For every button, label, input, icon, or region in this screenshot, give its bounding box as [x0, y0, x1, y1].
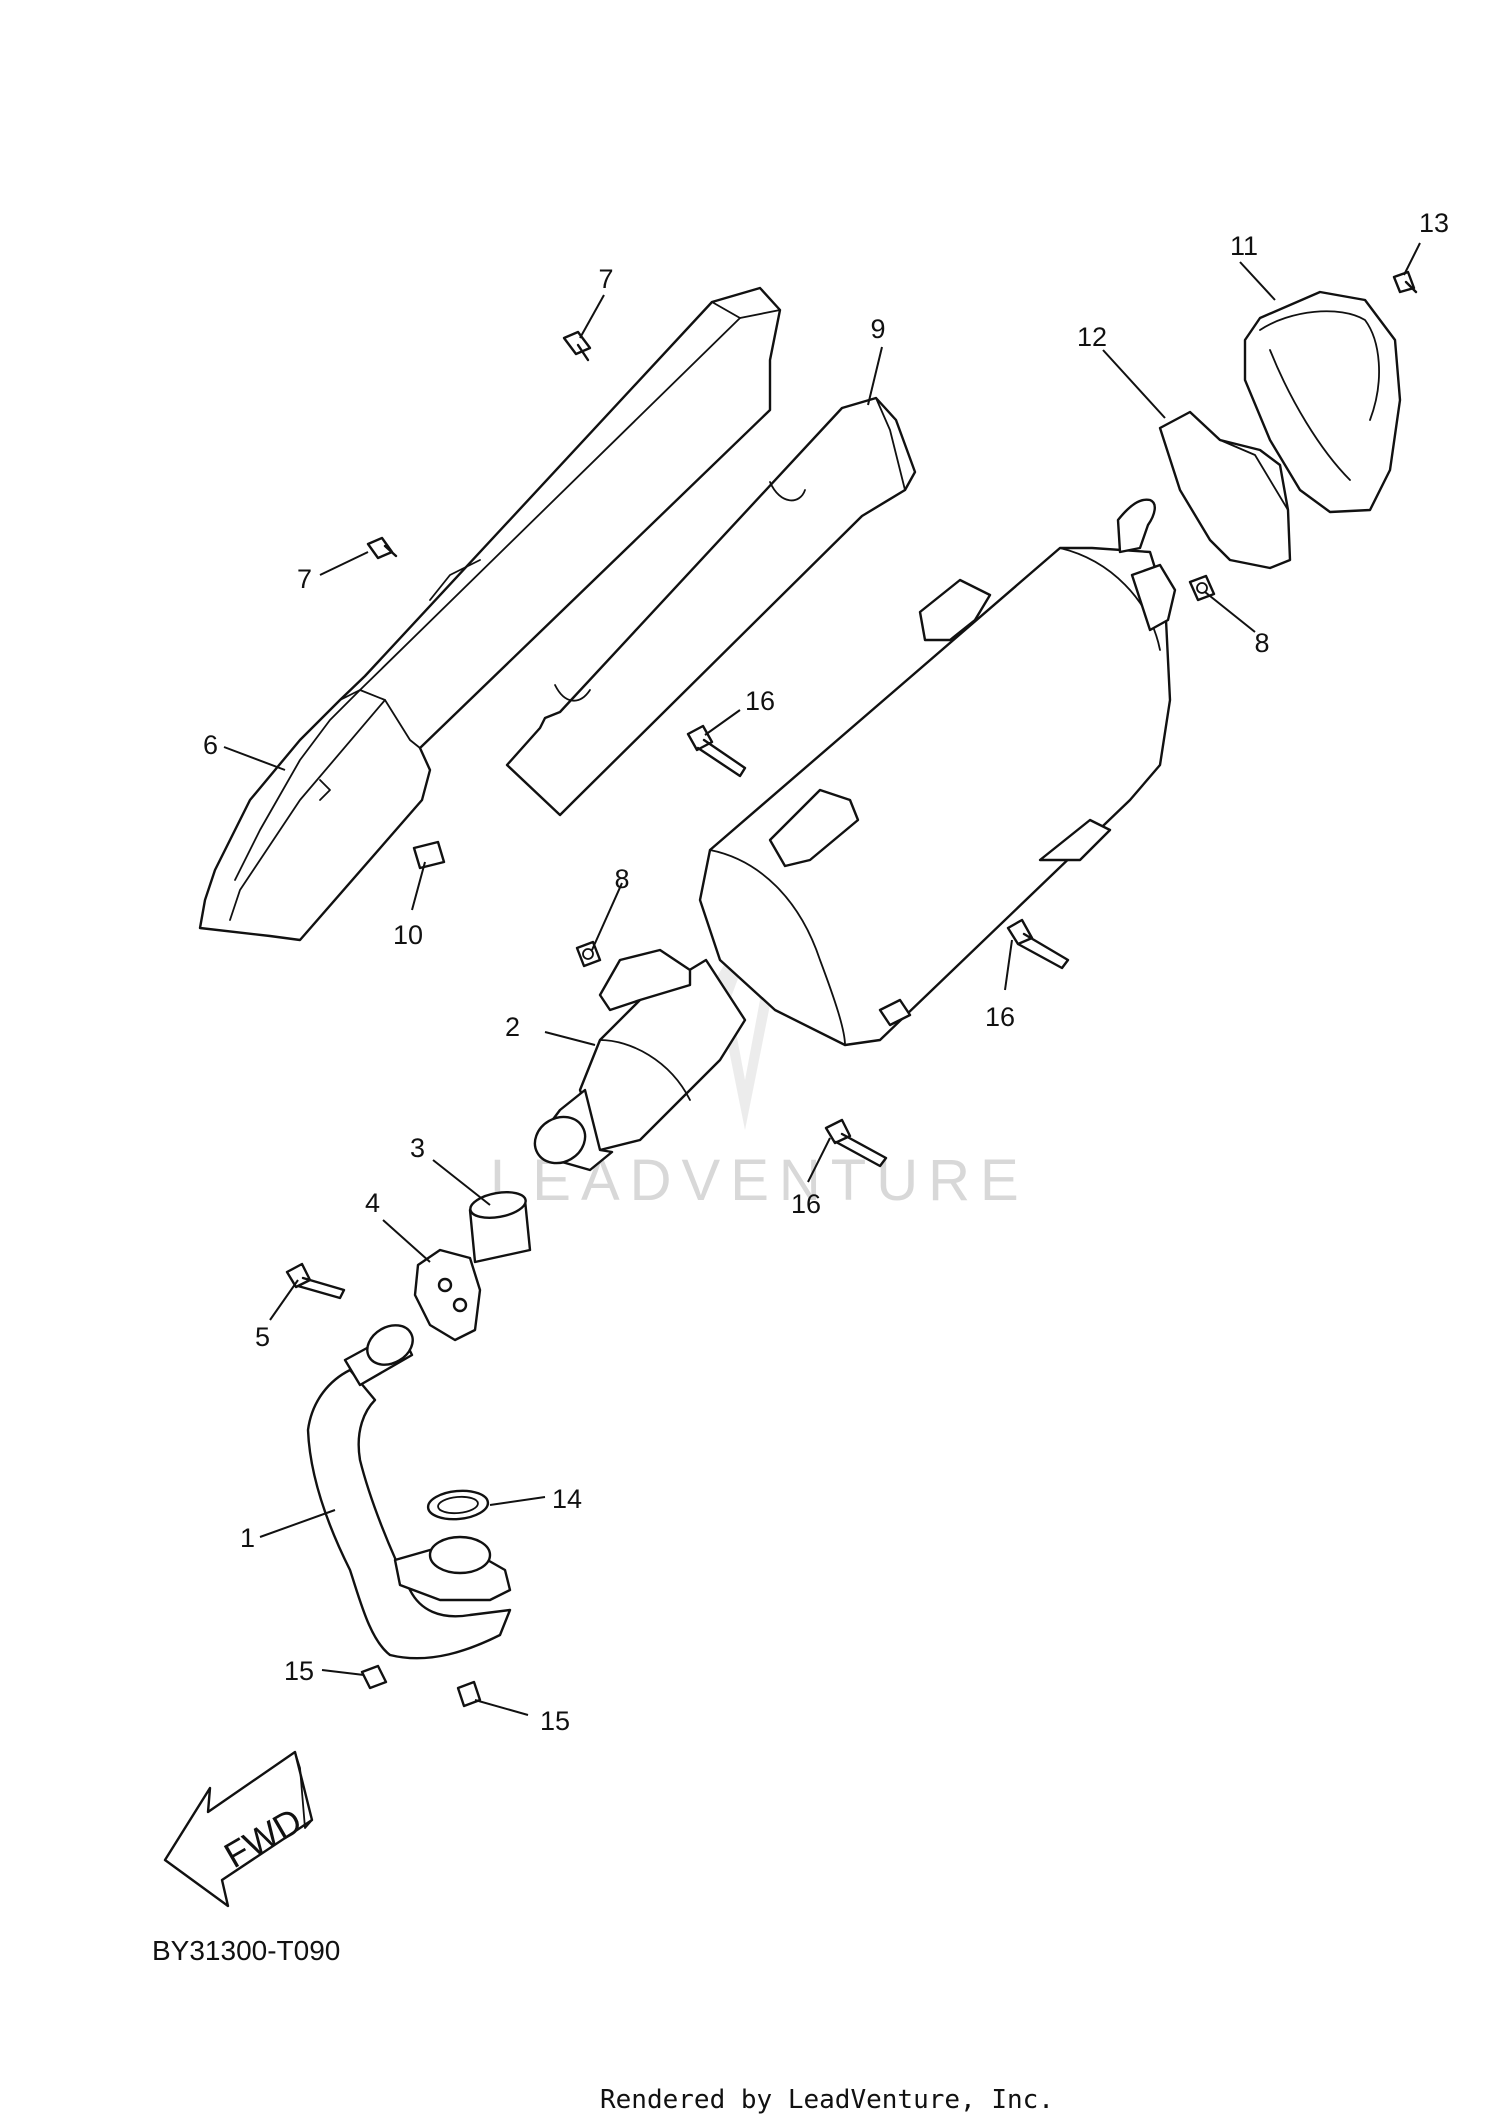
callout-9: 9	[870, 314, 885, 344]
part-16-bolt-a[interactable]	[686, 724, 747, 778]
part-8-nut-lower[interactable]	[575, 940, 602, 968]
callout-14: 14	[552, 1484, 582, 1514]
callout-7-top: 7	[598, 264, 613, 294]
part-5-bolt[interactable]	[285, 1262, 346, 1300]
part-14-gasket-ring[interactable]	[426, 1488, 490, 1521]
leader-lines	[223, 242, 1421, 1716]
part-16-bolt-c[interactable]	[824, 1118, 888, 1168]
callout-12: 12	[1077, 322, 1107, 352]
part-10-clip[interactable]	[412, 840, 446, 870]
callouts: 1 2 3 4 5 6 7 7 8 8 9 10 11 12 13 14 15 …	[203, 208, 1449, 1736]
callout-3: 3	[410, 1133, 425, 1163]
part-9-heat-protector[interactable]	[505, 396, 917, 817]
part-11-end-cap-cover[interactable]	[1243, 290, 1402, 514]
part-15-nut-right[interactable]	[456, 1680, 482, 1708]
fwd-arrow: FWD	[163, 1750, 314, 1908]
part-2-muffler[interactable]	[526, 498, 1177, 1172]
part-7-bolt-left[interactable]	[366, 536, 398, 560]
part-6-muffler-cover[interactable]	[198, 286, 782, 942]
callout-8-lower: 8	[614, 864, 629, 894]
part-15-nut-left[interactable]	[360, 1664, 388, 1690]
callout-10: 10	[393, 920, 423, 950]
callout-2: 2	[505, 1012, 520, 1042]
callout-11: 11	[1230, 231, 1258, 261]
callout-15-left: 15	[284, 1656, 314, 1686]
footer-credit: Rendered by LeadVenture, Inc.	[600, 2085, 1054, 2115]
callout-16-right: 16	[985, 1002, 1015, 1032]
callout-15-right: 15	[540, 1706, 570, 1736]
callout-16-lower: 16	[791, 1189, 821, 1219]
drawing-code: BY31300-T090	[152, 1935, 340, 1966]
part-13-bolt[interactable]	[1392, 270, 1418, 294]
part-7-bolt-top[interactable]	[562, 330, 592, 362]
callout-7-left: 7	[297, 564, 312, 594]
callout-5: 5	[255, 1322, 270, 1352]
part-4-clamp[interactable]	[413, 1248, 482, 1342]
callout-16-upper: 16	[745, 686, 775, 716]
callout-1: 1	[240, 1523, 255, 1553]
part-12-end-cap[interactable]	[1158, 410, 1292, 570]
part-1-exhaust-pipe[interactable]	[306, 1317, 512, 1660]
callout-4: 4	[365, 1188, 380, 1218]
callout-8-upper: 8	[1254, 628, 1269, 658]
callout-13: 13	[1419, 208, 1449, 238]
callout-6: 6	[203, 730, 218, 760]
part-3-gasket[interactable]	[468, 1188, 532, 1264]
part-16-bolt-b[interactable]	[1006, 918, 1070, 970]
